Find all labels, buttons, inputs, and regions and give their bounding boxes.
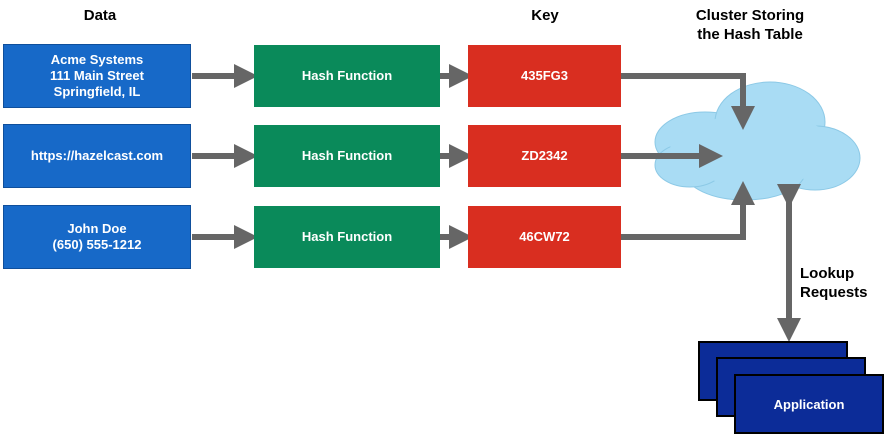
data-column-header: Data: [83, 7, 117, 24]
data-box-2-line1: https://hazelcast.com: [30, 148, 164, 163]
cluster-header-line1: Cluster Storing: [695, 7, 805, 24]
cluster-header: Cluster Storing the Hash Table: [670, 6, 830, 44]
application-card-front: Application: [734, 374, 884, 434]
application-label: Application: [773, 396, 845, 412]
hash-function-box-3: Hash Function: [254, 206, 440, 268]
hash-function-box-2: Hash Function: [254, 125, 440, 187]
lookup-label-line1: Lookup: [800, 265, 855, 282]
cluster-header-line2: the Hash Table: [697, 26, 803, 43]
data-box-1-line3: Springfield, IL: [53, 84, 141, 99]
data-box-1-line1: Acme Systems: [50, 52, 144, 67]
key-box-2: ZD2342: [468, 125, 621, 187]
hash-function-box-1: Hash Function: [254, 45, 440, 107]
key-column-header: Key: [531, 7, 559, 24]
lookup-label-line2: Requests: [800, 284, 868, 301]
lookup-requests-label: Lookup Requests: [800, 264, 885, 302]
data-box-1: Acme Systems 111 Main Street Springfield…: [3, 44, 191, 108]
data-box-3: John Doe (650) 555-1212: [3, 205, 191, 269]
key-box-1: 435FG3: [468, 45, 621, 107]
data-box-3-line1: John Doe: [67, 221, 127, 236]
cloud-cluster-icon: [654, 81, 861, 201]
data-box-2: https://hazelcast.com: [3, 124, 191, 188]
arrow-key3-to-cloud: [621, 181, 755, 240]
arrow-key1-to-cloud: [621, 73, 755, 130]
key-box-3: 46CW72: [468, 206, 621, 268]
data-box-1-line2: 111 Main Street: [50, 68, 144, 83]
data-box-3-line2: (650) 555-1212: [52, 237, 142, 252]
